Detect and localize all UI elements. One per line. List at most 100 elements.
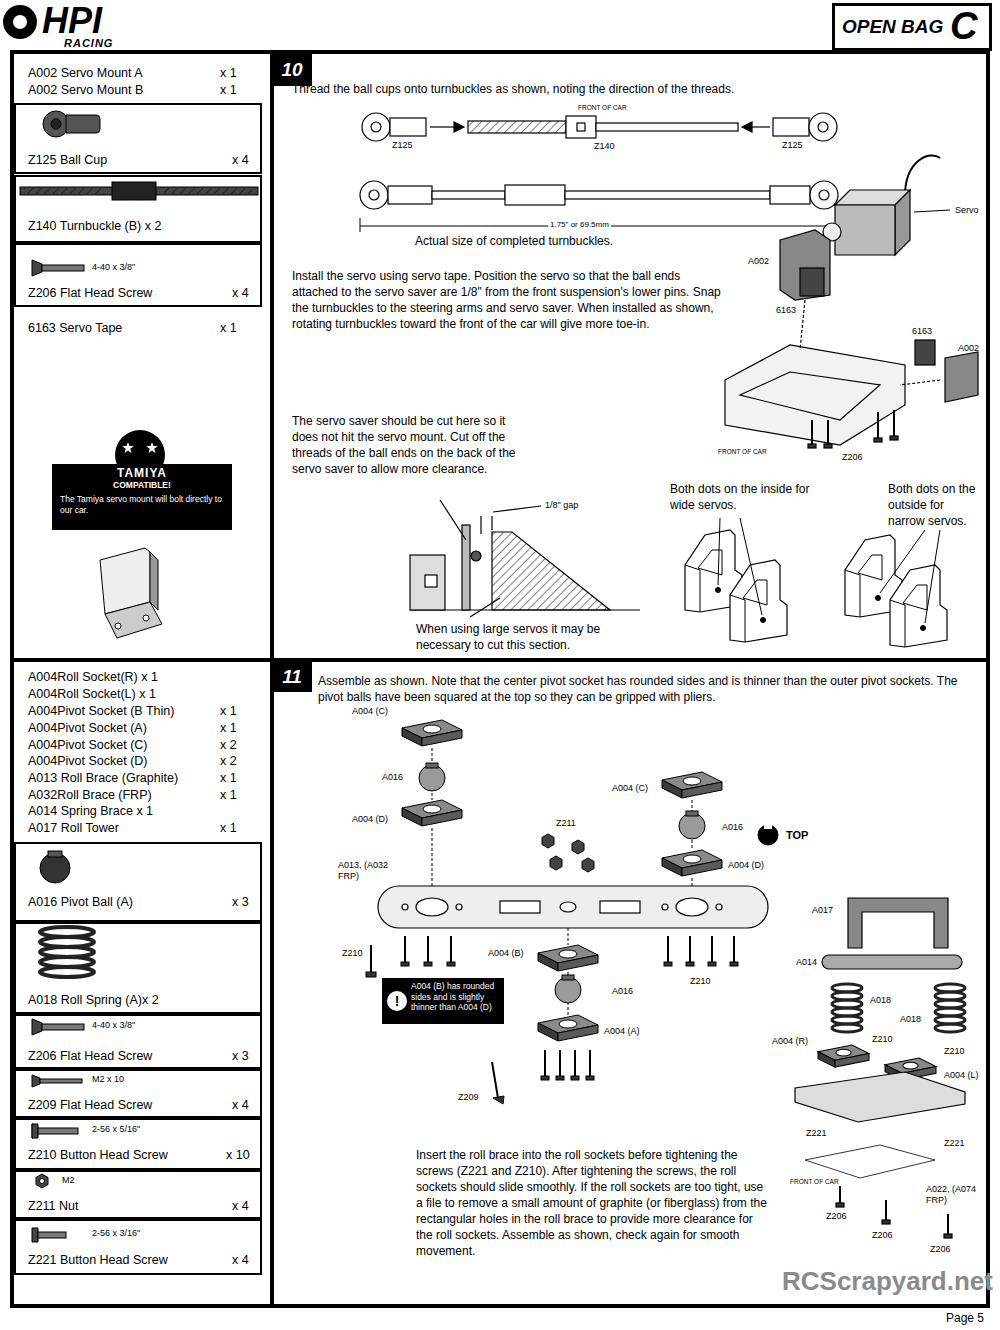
turnbuckle-exploded — [362, 113, 837, 141]
part-name: Z211 Nut — [28, 1199, 218, 1214]
pivot-stacks — [402, 800, 462, 826]
pivot-stacks — [538, 1015, 598, 1041]
part-callout: A013, (A032 FRP) — [338, 860, 402, 882]
parts-panel: A002 Servo Mount Ax 1A002 Servo Mount Bx… — [12, 52, 272, 660]
roll-tower-assembly — [832, 1024, 862, 1032]
part-callout: A004 (D) — [728, 860, 764, 871]
servo-mount-drawing — [945, 352, 978, 402]
cross-section — [470, 598, 500, 617]
servo-mount-options — [716, 588, 721, 593]
chassis-drawing — [740, 372, 880, 420]
pivot-stacks — [402, 720, 462, 746]
turnbuckle-complete — [565, 191, 770, 199]
turnbuckle-exploded — [430, 126, 456, 127]
roll-brace — [456, 904, 462, 910]
part-box: M2 x 10Z209 Flat Head Screwx 4 — [14, 1069, 262, 1118]
part-name: A013 Roll Brace (Graphite) — [28, 771, 213, 786]
part-callout: 1/8" gap — [545, 500, 578, 511]
part-callout: A002 — [958, 343, 979, 354]
nuts-screws — [424, 962, 432, 966]
instruction-text: Both dots on the outside for narrow serv… — [888, 481, 984, 529]
roll-brace — [716, 904, 722, 910]
part-name: Z206 Flat Head Screw — [28, 1049, 218, 1064]
servo-mount-options — [925, 530, 940, 623]
nuts-screws — [371, 936, 734, 1098]
nuts-screws — [556, 1076, 564, 1080]
nuts-screws — [711, 936, 713, 962]
roll-tower-assembly — [795, 1072, 965, 1122]
nuts-screws — [708, 962, 716, 966]
badge-subtitle: COMPATIBLE! — [52, 480, 232, 491]
part-box: A016 Pivot Ball (A)x 3 — [14, 842, 262, 922]
compat-badge: TAMIYACOMPATIBLE!The Tamiya servo mount … — [52, 464, 232, 530]
orientation-label: TOP — [786, 829, 808, 842]
part-callout: Z206 — [872, 1230, 893, 1241]
part-callout: Z206 — [930, 1244, 951, 1255]
part-callout: Z210 — [342, 948, 363, 959]
part-callout: A004 (R) — [772, 1036, 808, 1047]
turnbuckle-exploded — [371, 122, 381, 132]
cross-section — [480, 516, 481, 534]
note-text: A004 (B) has rounded sides and is slight… — [411, 981, 501, 1013]
part-callout: Z125 — [392, 140, 413, 151]
nuts-screws — [492, 1062, 498, 1098]
roll-tower-assembly — [818, 1045, 869, 1067]
nuts-screws — [733, 936, 735, 962]
nuts-screws — [550, 856, 562, 870]
instruction-text: When using large servos it may be necess… — [416, 621, 638, 653]
part-name: A004Pivot Socket (D) — [28, 754, 213, 769]
part-callout: Z125 — [782, 140, 803, 151]
brand-logo: HPI — [42, 3, 102, 39]
turnbuckle-complete — [369, 190, 379, 200]
part-callout: Z210 — [872, 1034, 893, 1045]
part-name: x 3 — [232, 895, 258, 910]
turnbuckle-exploded — [809, 113, 837, 141]
badge-title: TAMIYA — [52, 466, 232, 480]
part-name: A004Roll Socket(L) x 1 — [28, 687, 218, 702]
direction-note: FRONT OF CAR — [578, 104, 627, 112]
chassis-drawing — [877, 412, 879, 438]
step-panel: Thread the ball cups onto turnbuckles as… — [272, 52, 990, 660]
nuts-screws — [450, 936, 452, 962]
screw-icons — [38, 1232, 66, 1238]
part-callout: Z206 — [842, 452, 863, 463]
screw-icon — [32, 260, 42, 276]
part-name: Z206 Flat Head Screw — [28, 286, 218, 301]
size-label: 4-40 x 3/8" — [92, 262, 192, 273]
roll-tower-assembly — [935, 1024, 965, 1032]
part-box: 2-56 x 5/16"Z210 Button Head Screwx 10 — [14, 1118, 262, 1170]
part-box: 2-56 x 3/16"Z221 Button Head Screwx 4 — [14, 1219, 262, 1275]
brand-logo: RACING — [64, 37, 113, 49]
nuts-screws — [541, 1076, 549, 1080]
pivot-stacks — [692, 878, 693, 886]
turnbuckle-exploded — [454, 122, 464, 132]
screw-icons — [40, 1179, 45, 1184]
nuts-screws — [404, 936, 406, 962]
step-number: 10 — [272, 54, 312, 86]
servo-mount-options — [921, 626, 926, 631]
size-label: M2 x 10 — [92, 1074, 192, 1085]
servo-mount-drawing — [915, 340, 935, 365]
part-name: x 1 — [220, 83, 256, 98]
servo-mount-drawing — [800, 268, 824, 296]
cross-section — [425, 575, 437, 587]
roll-tower-assembly — [836, 1203, 844, 1207]
step-number-text: 10 — [272, 56, 312, 84]
part-name: Z140 Turnbuckle (B) x 2 — [28, 219, 253, 234]
nuts-screws — [401, 962, 409, 966]
step-number-text: 11 — [272, 663, 312, 691]
part-callout: Z221 — [806, 1128, 827, 1139]
nuts-screws — [730, 962, 738, 966]
servo-mount-options — [718, 518, 720, 585]
tamiya-servo-mount — [143, 615, 149, 621]
part-name: A004Roll Socket(R) x 1 — [28, 670, 218, 685]
part-name: A004Pivot Socket (A) — [28, 721, 213, 736]
part-callout: A018 — [900, 1014, 921, 1025]
cross-section — [462, 525, 470, 610]
screw-icons — [32, 1124, 38, 1138]
part-name: Z209 Flat Head Screw — [28, 1098, 218, 1113]
nuts-screws — [370, 945, 372, 972]
turnbuckle-complete — [432, 191, 505, 199]
roll-brace — [676, 898, 708, 916]
turnbuckle-complete — [388, 186, 432, 204]
